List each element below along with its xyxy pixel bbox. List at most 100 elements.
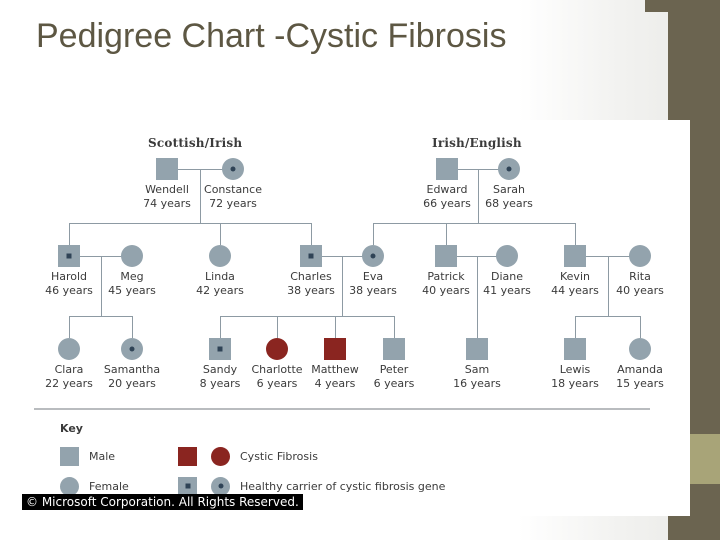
mating-line	[575, 256, 640, 257]
female-circle-icon	[60, 476, 79, 496]
legend-male-label: Male	[89, 449, 116, 463]
symbol-female-unaffected-icon	[629, 245, 651, 267]
person-name: Eva	[362, 270, 384, 283]
person-name: Charles	[290, 270, 332, 283]
child-line	[575, 316, 576, 338]
divider	[34, 408, 650, 410]
symbol-male-carrier-icon	[300, 245, 322, 267]
symbol-male-unaffected-icon	[383, 338, 405, 360]
person-age: 6 years	[373, 376, 415, 390]
person-age: 40 years	[616, 283, 664, 297]
child-line	[220, 316, 221, 338]
person-name: Clara	[54, 363, 84, 376]
person-name: Samantha	[103, 363, 161, 376]
symbol-male-unaffected-icon	[435, 245, 457, 267]
person-age: 8 years	[199, 376, 241, 390]
affected-square-icon	[178, 446, 197, 466]
symbol-female-carrier-icon	[498, 158, 520, 180]
legend-male: Male	[60, 446, 178, 466]
person-age: 42 years	[196, 283, 244, 297]
male-square-icon	[60, 446, 79, 466]
person-age: 72 years	[209, 196, 257, 210]
person-age: 45 years	[108, 283, 156, 297]
child-line	[477, 316, 478, 338]
person-name: Lewis	[559, 363, 591, 376]
symbol-male-unaffected-icon	[564, 338, 586, 360]
person-age: 16 years	[453, 376, 501, 390]
symbol-female-unaffected-icon	[496, 245, 518, 267]
person-age: 4 years	[314, 376, 356, 390]
person-name: Charlotte	[251, 363, 303, 376]
person-name: Linda	[205, 270, 235, 283]
person-name: Sam	[464, 363, 490, 376]
copyright-notice: © Microsoft Corporation. All Rights Rese…	[22, 494, 303, 510]
symbol-male-affected-icon	[324, 338, 346, 360]
person-name: Matthew	[311, 363, 359, 376]
person-age: 38 years	[287, 283, 335, 297]
person-name: Peter	[379, 363, 409, 376]
carrier-square-icon	[178, 476, 197, 496]
child-line	[220, 223, 221, 245]
child-line	[575, 223, 576, 245]
symbol-male-unaffected-icon	[436, 158, 458, 180]
person-age: 68 years	[485, 196, 533, 210]
person-name: Rita	[629, 270, 651, 283]
sibship-line	[69, 316, 132, 317]
legend-cf-label: Cystic Fibrosis	[240, 449, 318, 463]
legend-cystic-fibrosis: Cystic Fibrosis	[178, 446, 318, 466]
mating-line	[446, 256, 507, 257]
symbol-male-carrier-icon	[58, 245, 80, 267]
legend-row-male: Male Cystic Fibrosis	[60, 441, 445, 471]
person-age: 46 years	[45, 283, 93, 297]
person-age: 15 years	[616, 376, 664, 390]
legend-row-female: Female Healthy carrier of cystic fibrosi…	[60, 471, 445, 501]
affected-circle-icon	[211, 446, 230, 466]
person-name: Kevin	[560, 270, 590, 283]
child-line	[446, 223, 447, 245]
carrier-circle-icon	[211, 476, 230, 496]
person-name: Wendell	[145, 183, 189, 196]
symbol-male-unaffected-icon	[564, 245, 586, 267]
symbol-female-affected-icon	[266, 338, 288, 360]
child-line	[335, 316, 336, 338]
ethnicity-label: Scottish/Irish	[148, 136, 243, 150]
descent-line	[477, 256, 478, 316]
person-name: Meg	[120, 270, 144, 283]
child-line	[132, 316, 133, 338]
person-age: 40 years	[422, 283, 470, 297]
sibship-line	[575, 316, 640, 317]
descent-line	[478, 169, 479, 223]
child-line	[277, 316, 278, 338]
child-line	[394, 316, 395, 338]
person-age: 44 years	[551, 283, 599, 297]
sibship-line	[220, 316, 394, 317]
symbol-male-unaffected-icon	[156, 158, 178, 180]
person-name: Edward	[426, 183, 468, 196]
person-name: Sandy	[202, 363, 238, 376]
sibship-line	[69, 223, 311, 224]
person-age: 6 years	[256, 376, 298, 390]
legend-carrier-label: Healthy carrier of cystic fibrosis gene	[240, 479, 446, 493]
legend-female: Female	[60, 476, 178, 496]
legend-title: Key	[60, 422, 83, 435]
child-line	[640, 316, 641, 338]
person-name: Sarah	[493, 183, 525, 196]
legend: Key Male Cystic Fibrosis Female	[60, 422, 445, 501]
person-age: 41 years	[483, 283, 531, 297]
